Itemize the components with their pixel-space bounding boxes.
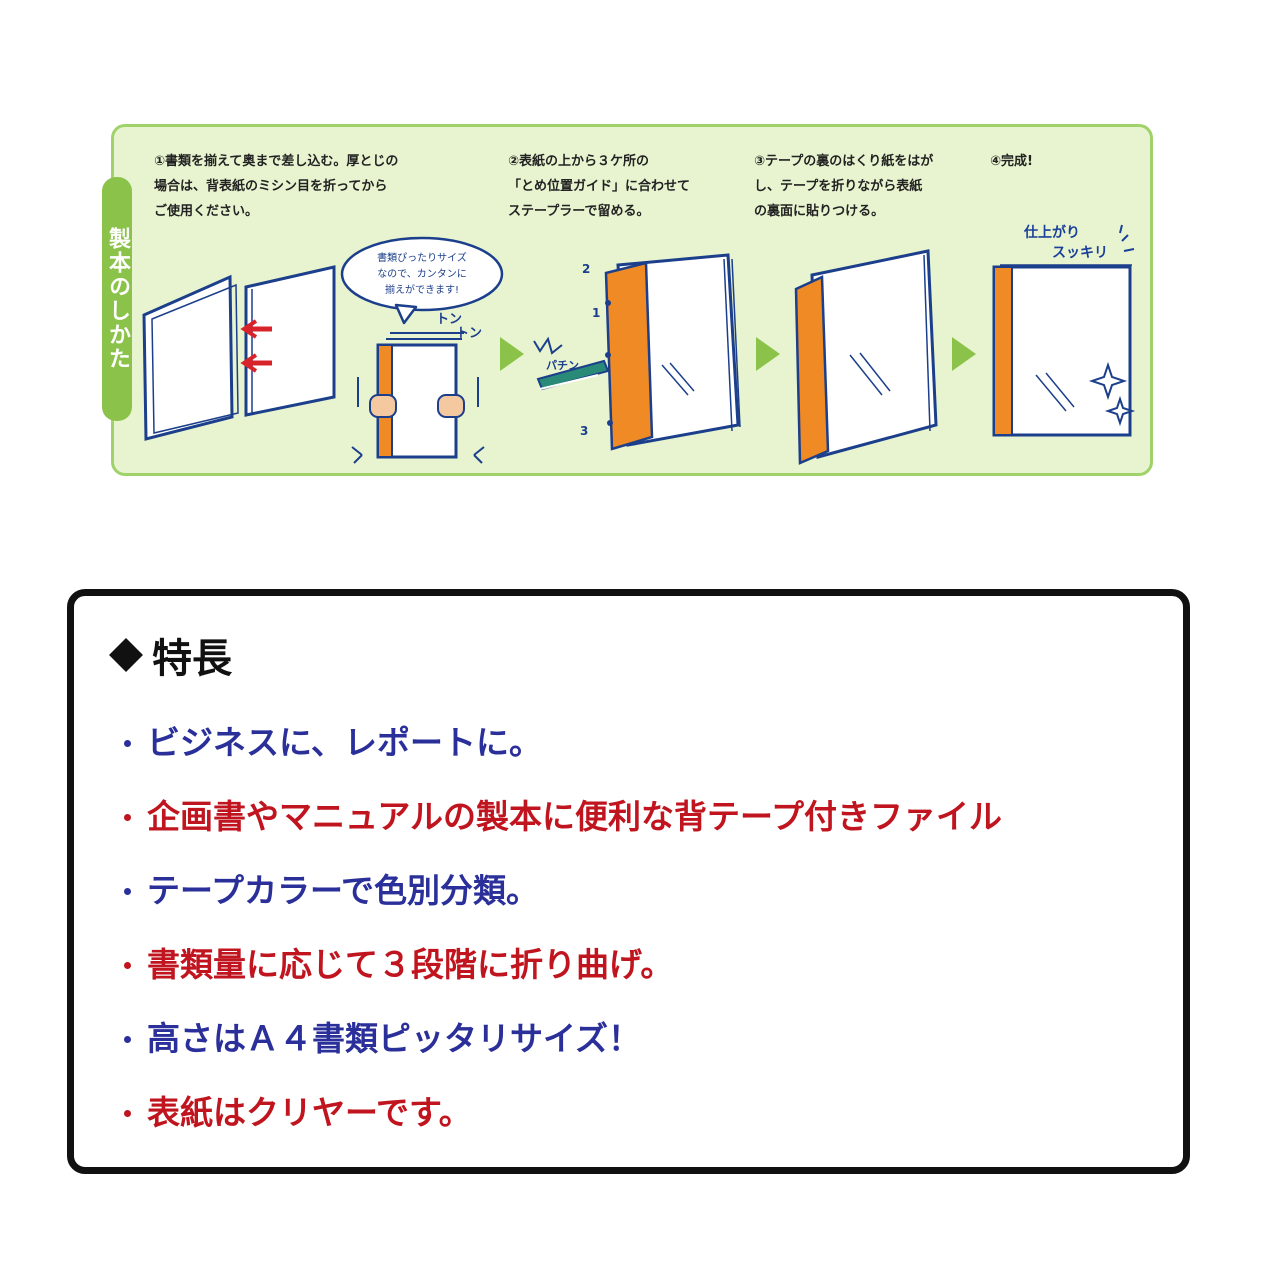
step-3-text: ③テープの裏のはくり紙をはが し、テープを折りながら表紙 の裏面に貼りつける。 (754, 154, 934, 219)
folded-spine-tape (794, 275, 830, 465)
staple-sound: パチン (546, 359, 579, 372)
feature-item: 表紙はクリヤーです。 (112, 1076, 1002, 1150)
sparkle-icon (1104, 395, 1136, 427)
feature-text: 表紙はクリヤーです。 (147, 1093, 472, 1132)
finished-file (992, 265, 1132, 437)
step-3-illustration (794, 249, 938, 465)
speech-bubble (340, 236, 504, 312)
finish-text-line-1: 仕上がり (1023, 224, 1080, 241)
right-hand-icon (437, 394, 465, 418)
stapler-icon (536, 359, 610, 391)
step-4-illustration: 仕上がり スッキリ (992, 224, 1136, 437)
step-2-illustration: 2 1 3 パチン (533, 253, 741, 451)
bullet-dot-icon (124, 1109, 131, 1117)
bullet-dot-icon (124, 887, 131, 895)
sparkle-icon (1088, 361, 1128, 401)
instructions-tab-label: 製本のしかた (105, 227, 130, 371)
feature-text: 企画書やマニュアルの製本に便利な背テープ付きファイル (147, 797, 1003, 836)
feature-item: 書類量に応じて３段階に折り曲げ。 (112, 928, 1002, 1002)
bullet-dot-icon (124, 813, 131, 821)
guide-number-1: 1 (592, 306, 600, 320)
bubble-line-3: 揃えができます! (385, 283, 459, 296)
left-hand-icon (369, 394, 397, 418)
next-step-arrow-icon (952, 337, 976, 371)
bullet-dot-icon (124, 1035, 131, 1043)
guide-number-3: 3 (580, 424, 588, 438)
document-stack (244, 265, 336, 417)
bubble-line-1: 書類ぴったりサイズ (377, 251, 467, 264)
finish-text-line-2: スッキリ (1052, 245, 1108, 261)
file-body (810, 249, 938, 459)
features-title: 特長 (152, 636, 232, 682)
step-2-text: ②表紙の上から３ケ所の 「とめ位置ガイド」に合わせて ステープラーで留める。 (508, 154, 691, 219)
next-step-arrow-icon (756, 337, 780, 371)
features-box: 特長 ビジネスに、レポートに。 企画書やマニュアルの製本に便利な背テープ付きファ… (67, 589, 1190, 1174)
tap-sound-1: トン (436, 312, 462, 327)
feature-text: 高さはＡ４書類ピッタリサイズ！ (147, 1019, 642, 1058)
feature-text: テープカラーで色別分類。 (147, 871, 540, 910)
feature-text: 書類量に応じて３段階に折り曲げ。 (147, 945, 674, 984)
feature-item: 高さはＡ４書類ピッタリサイズ！ (112, 1002, 1002, 1076)
feature-item: ビジネスに、レポートに。 (112, 706, 1002, 780)
bubble-line-2: なので、カンタンに (377, 268, 467, 280)
bullet-dot-icon (124, 739, 131, 747)
instructions-tab: 製本のしかた (102, 177, 132, 421)
spine-tape (604, 261, 654, 451)
next-step-arrow-icon (500, 337, 524, 371)
bullet-dot-icon (124, 961, 131, 969)
guide-number-2: 2 (582, 262, 590, 276)
tap-sound-2: トン (456, 326, 482, 341)
step-1-illustration: 書類ぴったりサイズ なので、カンタンに 揃えができます! トン トン (142, 236, 504, 464)
step-1-text: ①書類を揃えて奥まで差し込む。厚とじの 場合は、背表紙のミシン目を折ってから ご… (154, 154, 399, 219)
step-4-text: ④完成! (990, 154, 1033, 169)
features-heading: 特長 (109, 626, 232, 684)
feature-item: 企画書やマニュアルの製本に便利な背テープ付きファイル (112, 780, 1002, 854)
feature-item: テープカラーで色別分類。 (112, 854, 1002, 928)
diamond-bullet-icon (109, 638, 143, 672)
feature-text: ビジネスに、レポートに。 (147, 723, 543, 762)
binding-instructions-panel: 製本のしかた ①書類を揃えて奥まで差し込む。厚とじの 場合は、背表紙のミシン目を… (102, 124, 1153, 476)
front-cover (142, 274, 234, 441)
feature-list: ビジネスに、レポートに。 企画書やマニュアルの製本に便利な背テープ付きファイル … (112, 706, 1002, 1150)
